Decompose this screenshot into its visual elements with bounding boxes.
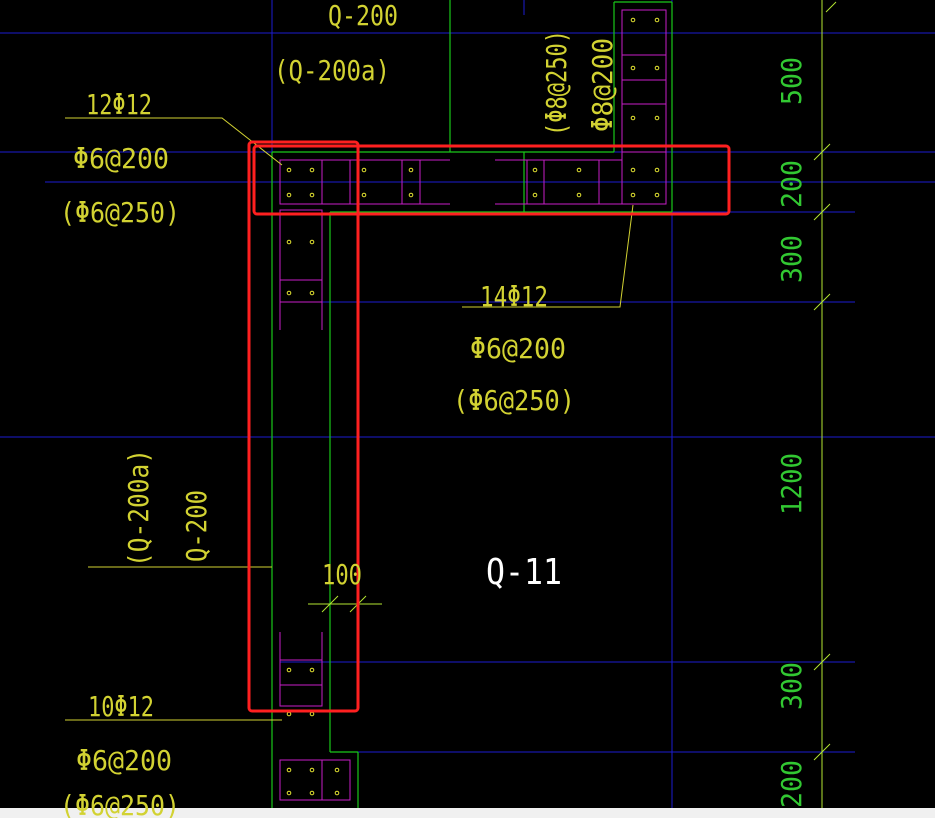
callout-lower-left-stirrup-alt: (Φ6@250) <box>60 789 180 818</box>
rebar-dot <box>334 790 340 796</box>
wall-left-name: Q-200 <box>180 490 213 562</box>
rebar-dots <box>286 17 660 796</box>
rebar-dot <box>532 192 538 198</box>
callout-upper-left-stirrup: Φ6@200 <box>73 142 169 175</box>
cage-seg-2 <box>401 159 421 205</box>
rebar-dot <box>576 167 582 173</box>
bottom-strip <box>0 808 935 818</box>
wall-outlines <box>271 0 673 808</box>
rebar-dot <box>286 239 292 245</box>
leader-upper-left <box>65 117 283 166</box>
wall-top-name: Q-200 <box>328 0 398 32</box>
vertical-note-a: (Φ8@250) <box>540 30 573 136</box>
rebar-dot <box>309 767 315 773</box>
callout-lower-left-stirrup: Φ6@200 <box>76 744 172 777</box>
rebar-dot <box>630 115 636 121</box>
dimension-ticks <box>308 0 837 808</box>
rebar-dot <box>286 192 292 198</box>
rebar-dot <box>630 65 636 71</box>
dimension-value-1200: 1200 <box>775 453 808 515</box>
leader-lines <box>65 117 634 721</box>
cage-corner <box>279 159 323 205</box>
rebar-dot <box>361 167 367 173</box>
dimension-value-300-bottom: 300 <box>775 662 808 710</box>
highlight-box-vertical <box>247 140 360 713</box>
rebar-dot <box>408 167 414 173</box>
dimension-tick <box>813 143 831 161</box>
gap-dimension-value: 100 <box>322 558 362 591</box>
rebar-dot <box>576 192 582 198</box>
rebar-dot <box>532 167 538 173</box>
rebar-dot <box>309 239 315 245</box>
leader-middle <box>462 204 634 308</box>
rebar-dot <box>286 790 292 796</box>
rebar-dot <box>309 790 315 796</box>
dimension-tick <box>813 653 831 671</box>
callout-lower-left-bars: 10Φ12 <box>88 690 154 723</box>
cage-left-lower <box>279 659 323 707</box>
cage-seg-4 <box>543 159 600 205</box>
dimension-tick <box>813 293 831 311</box>
rebar-dot <box>286 767 292 773</box>
dimension-tick <box>825 1 837 13</box>
rebar-cages <box>279 9 667 801</box>
rebar-dot <box>286 167 292 173</box>
annotation-texts: Q-200 (Q-200a) 12Φ12 Φ6@200 (Φ6@250) 14Φ… <box>60 0 619 818</box>
rebar-dot <box>408 192 414 198</box>
rebar-dot <box>361 192 367 198</box>
rebar-dot <box>309 167 315 173</box>
rebar-dot <box>630 192 636 198</box>
callout-middle-stirrup: Φ6@200 <box>470 332 566 365</box>
gap-dim-tick <box>321 595 339 613</box>
rebar-dot <box>630 167 636 173</box>
rebar-dot <box>654 167 660 173</box>
rebar-dot <box>286 290 292 296</box>
wall-top-alt: (Q-200a) <box>274 54 390 87</box>
cage-bottom <box>279 759 351 801</box>
highlight-boxes <box>247 140 731 713</box>
dimension-tick <box>813 203 831 221</box>
dimension-value-200-top: 200 <box>775 160 808 208</box>
dimension-value-500: 500 <box>775 57 808 105</box>
highlight-box-horizontal <box>252 144 731 216</box>
dimension-values: 500 200 300 1200 300 200 <box>775 57 808 808</box>
rebar-dot <box>654 17 660 23</box>
rebar-dot <box>309 192 315 198</box>
rebar-dot <box>309 667 315 673</box>
callout-upper-left-stirrup-alt: (Φ6@250) <box>60 196 180 229</box>
rebar-dot <box>654 115 660 121</box>
rebar-dot <box>286 667 292 673</box>
vertical-note-b: Φ8@200 <box>586 38 619 132</box>
rebar-dot <box>309 290 315 296</box>
callout-middle-stirrup-alt: (Φ6@250) <box>453 384 575 417</box>
dimension-value-200-bottom: 200 <box>775 760 808 808</box>
rebar-dot <box>630 17 636 23</box>
cage-left-upper <box>279 209 323 303</box>
cage-top-col <box>621 9 667 153</box>
rebar-dot <box>654 192 660 198</box>
dimension-tick <box>813 743 831 761</box>
wall-left-alt: (Q-200a) <box>122 449 155 567</box>
dimension-value-300-top: 300 <box>775 235 808 283</box>
callout-middle-bars: 14Φ12 <box>480 280 548 313</box>
wall-id-label: Q-11 <box>486 552 562 593</box>
callout-upper-left-bars: 12Φ12 <box>86 88 152 121</box>
rebar-dot <box>334 767 340 773</box>
rebar-dot <box>654 65 660 71</box>
